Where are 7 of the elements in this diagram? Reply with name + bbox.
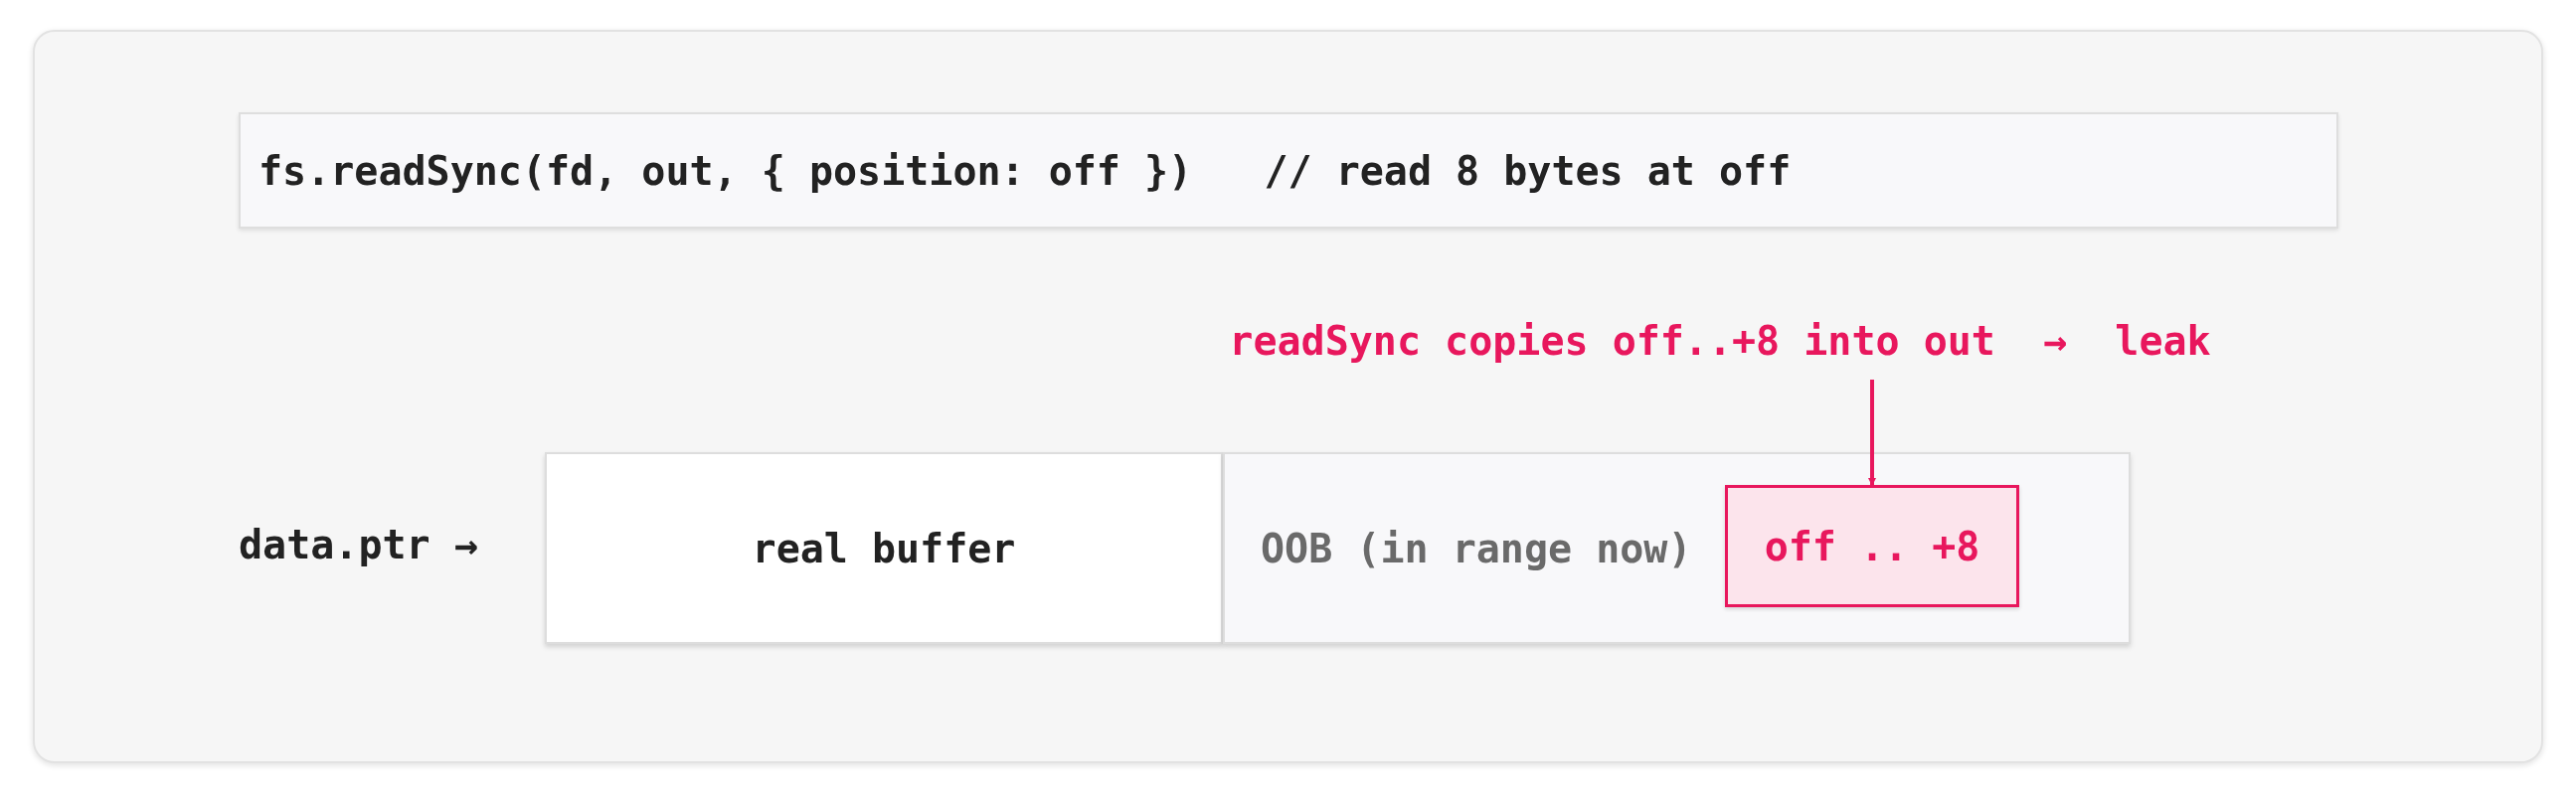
annotation-text: readSync copies off..+8 into out → leak <box>1193 308 2247 374</box>
code-box: fs.readSync(fd, out, { position: off }) // read 8 bytes at off <box>239 112 2338 229</box>
pointer-label: data.ptr → <box>239 522 478 567</box>
memory-block: OOB (in range now) off .. +8 <box>1223 452 2131 644</box>
buffer-block: real buffer <box>545 452 1223 644</box>
highlighted-range: off .. +8 <box>1725 485 2019 607</box>
arrow <box>1868 380 1876 486</box>
